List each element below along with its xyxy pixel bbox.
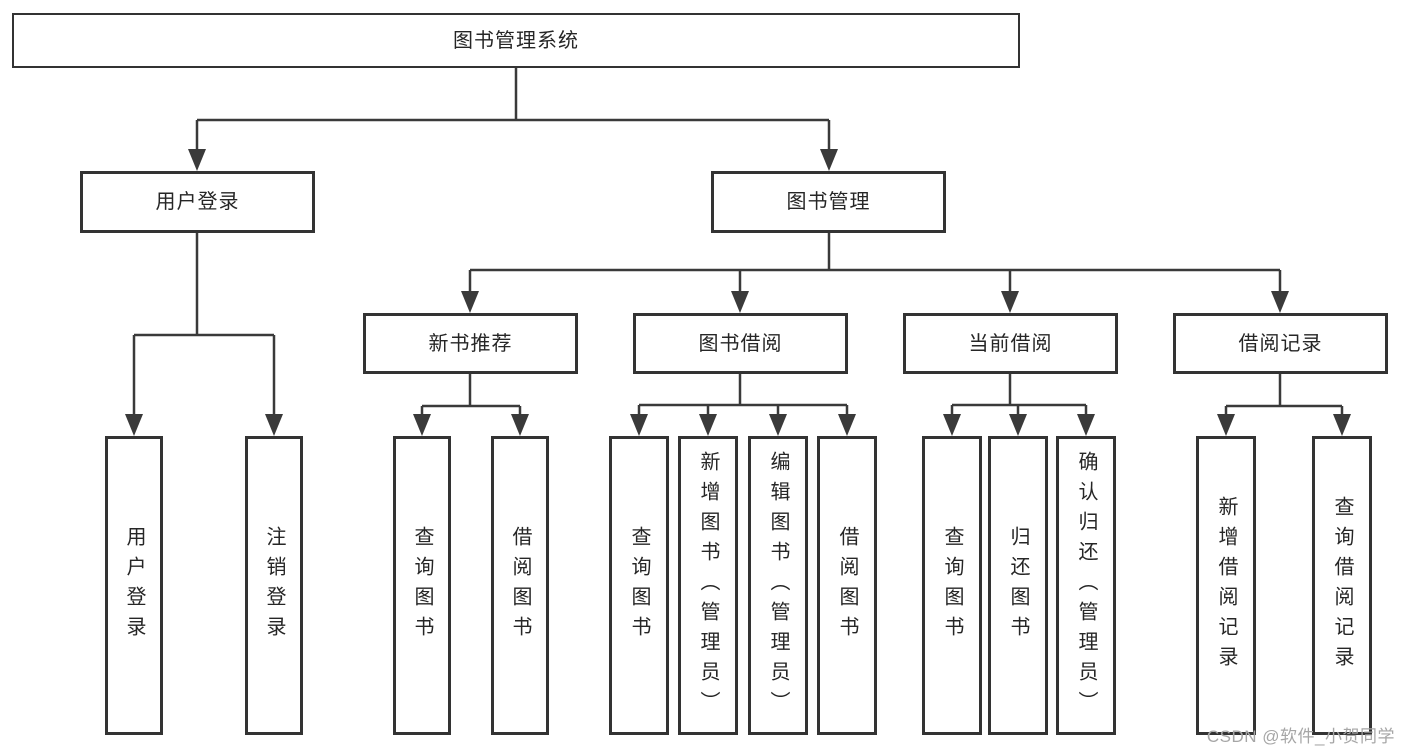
leaf-bb-borrow-books-label: 借阅图书	[836, 525, 858, 646]
leaf-bb-add-books-label: 新增图书（管理员）	[697, 450, 719, 721]
leaf-logout-login: 注销登录	[245, 436, 303, 735]
node-current-borrowing: 当前借阅	[903, 313, 1118, 374]
leaf-bb-edit-books: 编辑图书（管理员）	[748, 436, 808, 735]
leaf-br-query-record: 查询借阅记录	[1312, 436, 1372, 735]
leaf-nb-borrow-books: 借阅图书	[491, 436, 549, 735]
leaf-logout-login-label: 注销登录	[263, 525, 285, 646]
leaf-cb-confirm-return: 确认归还（管理员）	[1056, 436, 1116, 735]
node-book-borrowing-label: 图书借阅	[698, 332, 783, 355]
node-current-borrowing-label: 当前借阅	[968, 332, 1053, 355]
leaf-nb-borrow-books-label: 借阅图书	[509, 525, 531, 646]
node-root: 图书管理系统	[12, 13, 1020, 68]
node-user-login: 用户登录	[80, 171, 315, 233]
leaf-cb-confirm-return-label: 确认归还（管理员）	[1075, 450, 1097, 721]
node-borrowing-records: 借阅记录	[1173, 313, 1388, 374]
leaf-cb-return-books: 归还图书	[988, 436, 1048, 735]
node-new-book-recommend-label: 新书推荐	[428, 332, 513, 355]
leaf-cb-query-books: 查询图书	[922, 436, 982, 735]
node-root-label: 图书管理系统	[453, 29, 579, 52]
leaf-bb-borrow-books: 借阅图书	[817, 436, 877, 735]
leaf-bb-query-books-label: 查询图书	[628, 525, 650, 646]
node-borrowing-records-label: 借阅记录	[1238, 332, 1323, 355]
leaf-br-add-record: 新增借阅记录	[1196, 436, 1256, 735]
node-user-login-label: 用户登录	[155, 191, 240, 213]
leaf-user-login: 用户登录	[105, 436, 163, 735]
leaf-bb-edit-books-label: 编辑图书（管理员）	[767, 450, 789, 721]
leaf-br-add-record-label: 新增借阅记录	[1215, 495, 1237, 676]
node-book-management: 图书管理	[711, 171, 946, 233]
node-new-book-recommend: 新书推荐	[363, 313, 578, 374]
leaf-nb-query-books-label: 查询图书	[411, 525, 433, 646]
node-book-borrowing: 图书借阅	[633, 313, 848, 374]
leaf-nb-query-books: 查询图书	[393, 436, 451, 735]
node-book-management-label: 图书管理	[786, 191, 871, 213]
csdn-watermark: CSDN @软件_小贺同学	[1206, 727, 1395, 746]
leaf-cb-query-books-label: 查询图书	[941, 525, 963, 646]
leaf-bb-add-books: 新增图书（管理员）	[678, 436, 738, 735]
leaf-user-login-label: 用户登录	[123, 525, 145, 646]
leaf-br-query-record-label: 查询借阅记录	[1331, 495, 1353, 676]
leaf-cb-return-books-label: 归还图书	[1007, 525, 1029, 646]
leaf-bb-query-books: 查询图书	[609, 436, 669, 735]
